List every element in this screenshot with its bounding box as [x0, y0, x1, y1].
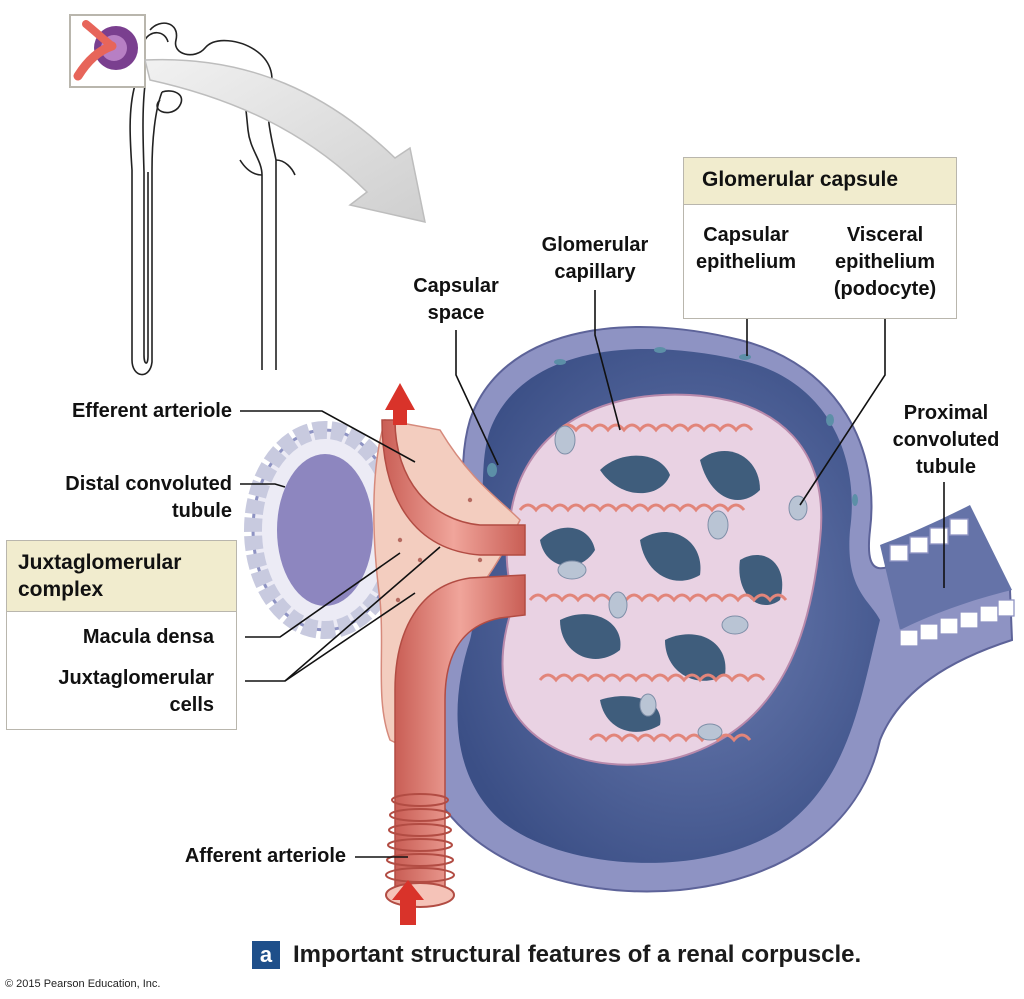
glomerular-capsule-box [683, 157, 957, 319]
macula-densa-label: Macula densa [82, 626, 214, 648]
proximal-convoluted-tubule-label: Proximal convoluted tubule [880, 400, 1012, 481]
juxtaglomerular-cells-line-1: Juxtaglomerular [58, 667, 214, 689]
efferent-arteriole [381, 419, 526, 556]
glomerular-capsule-title: Glomerular capsule [702, 168, 899, 191]
juxtaglomerular-complex-box [6, 540, 237, 730]
visceral-epithelium-line-2: epithelium [834, 251, 935, 273]
capsular-epithelium-label: Capsular epithelium [690, 222, 802, 276]
proximal-convoluted-tubule-line-2: convoluted [892, 429, 1000, 451]
copyright-notice: © 2015 Pearson Education, Inc. [5, 978, 161, 990]
juxtaglomerular-complex-title: Juxtaglomerular complex [18, 549, 181, 603]
figure-badge: a [252, 941, 280, 969]
capsular-space-line-1: Capsular [413, 275, 499, 297]
glomerular-capillary-label: Glomerular capillary [526, 232, 664, 286]
glomerular-capsule-header [684, 158, 956, 205]
afferent-arteriole-label: Afferent arteriole [184, 845, 346, 867]
capsular-space-label: Capsular space [400, 273, 512, 327]
capsular-epithelium-line-1: Capsular [703, 224, 789, 246]
zoom-arrow [144, 58, 426, 223]
capsular-epithelium-line-2: epithelium [695, 251, 796, 273]
proximal-convoluted-tubule-line-3: tubule [916, 456, 976, 478]
efferent-arrow [385, 383, 415, 425]
visceral-epithelium-line-3: (podocyte) [833, 278, 937, 300]
afferent-arrow [392, 880, 424, 925]
proximal-convoluted-tubule-line-1: Proximal [903, 402, 989, 424]
juxtaglomerular-cells-line-2: cells [169, 694, 214, 716]
distal-convoluted-tubule-line-1: Distal convoluted [65, 473, 232, 495]
glomerular-capillary-line-1: Glomerular [541, 234, 649, 256]
distal-convoluted-tubule-line-2: tubule [172, 500, 232, 522]
glomerulus [501, 393, 823, 766]
locator-inset [69, 14, 146, 88]
distal-convoluted-tubule-label: Distal convoluted tubule [20, 471, 232, 525]
visceral-epithelium-label: Visceral epithelium (podocyte) [820, 222, 950, 303]
efferent-arteriole-label: Efferent arteriole [71, 400, 232, 422]
figure-caption: Important structural features of a renal… [293, 941, 862, 968]
glomerular-capillary-line-2: capillary [554, 261, 636, 283]
juxtaglomerular-complex-line-1: Juxtaglomerular [18, 551, 182, 574]
visceral-epithelium-line-1: Visceral [846, 224, 924, 246]
juxtaglomerular-cells-label: Juxtaglomerular cells [20, 665, 214, 719]
juxtaglomerular-complex-line-2: complex [18, 578, 104, 601]
capsular-space-line-2: space [427, 302, 485, 324]
juxtaglomerular-complex-header [7, 541, 236, 612]
